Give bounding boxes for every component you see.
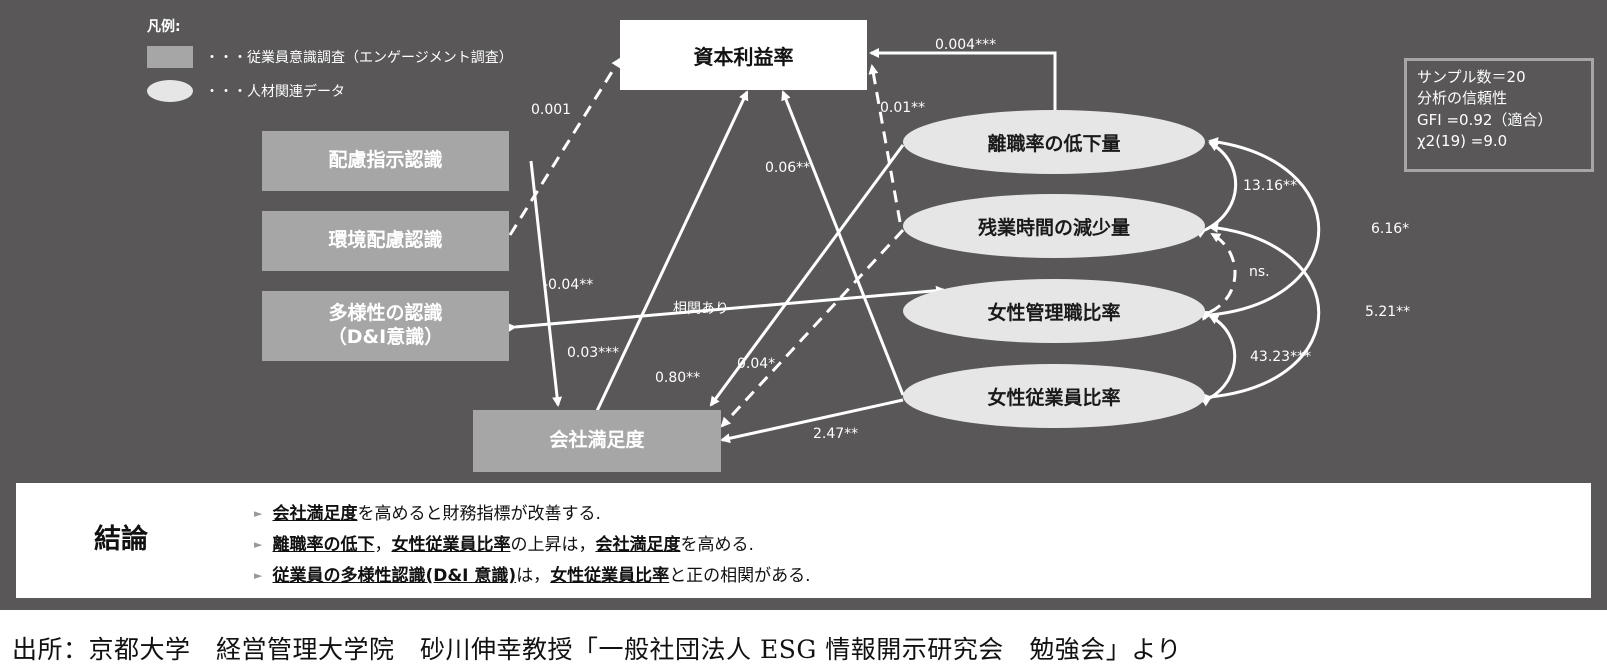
node-turnover-decrease: 離職率の低下量	[903, 110, 1205, 174]
label-sat-roa: 0.03***	[567, 345, 620, 361]
label-h2-roa: 0.01**	[880, 100, 926, 116]
conclusion-title: 結論	[94, 524, 148, 555]
edge-s1-sat	[529, 160, 563, 407]
edge-h2-h4	[1201, 222, 1321, 403]
conclusion-line-2: ► 離職率の低下，女性従業員比率の上昇は，会社満足度を高める.	[254, 530, 754, 555]
legend-ellipse-swatch	[147, 80, 193, 102]
bullet-triangle-icon: ►	[254, 538, 263, 551]
edge-h1-roa	[869, 48, 1057, 110]
label-s1-sat: -0.04**	[543, 277, 594, 293]
node-overtime-decrease: 残業時間の減少量	[903, 194, 1205, 258]
label-h4-roa: 0.06**	[765, 160, 811, 176]
source-caption: 出所：京都大学 経営管理大学院 砂川伸幸教授「一般社団法人 ESG 情報開示研究…	[12, 635, 1182, 664]
legend-survey: ・・・従業員意識調査（エンゲージメント調査）	[147, 46, 513, 68]
conclusion-2-text-3: を高める.	[680, 535, 754, 555]
conclusion-box: 結論 ►会社満足度を高めると財務指標が改善する. ►離職率の低下，女性従業員比率…	[16, 483, 1591, 598]
bullet-triangle-icon: ►	[254, 569, 263, 582]
path-links	[506, 48, 1321, 444]
conclusion-3-text-1: は，	[516, 566, 551, 586]
stats-chi-square: χ2(19) =9.0	[1417, 131, 1508, 150]
label-h3-h4: 43.23***	[1250, 349, 1312, 365]
conclusion-3-text-2: と正の相関がある.	[669, 566, 811, 586]
label-h2-sat: 0.04*	[737, 356, 776, 372]
edge-h2-h3	[1200, 232, 1237, 320]
conclusion-2-text-1: ，	[374, 535, 392, 555]
conclusion-line-1: ► 会社満足度を高めると財務指標が改善する.	[254, 499, 601, 524]
legend-hr: ・・・人材関連データ	[147, 80, 345, 102]
edge-corr	[506, 285, 946, 333]
edge-h4-sat	[720, 398, 904, 444]
conclusion-2-text-2: の上昇は，	[510, 535, 596, 555]
bullet-triangle-icon: ►	[254, 507, 263, 520]
edge-h2-roa	[868, 64, 902, 223]
node-instruction-awareness: 配慮指示認識	[262, 131, 509, 191]
legend-rect-swatch	[147, 46, 193, 68]
node-diversity-sublabel: （D&I意識）	[327, 326, 444, 348]
path-diagram: 凡例: ・・・従業員意識調査（エンゲージメント調査） ・・・人材関連データ 資本…	[0, 0, 1607, 610]
node-company-satisfaction: 会社満足度	[473, 410, 721, 472]
edge-h1-h2	[1195, 141, 1238, 239]
legend-title: 凡例:	[147, 19, 181, 35]
label-h1-sat: 0.80**	[655, 370, 701, 386]
label-h2-h4: 5.21**	[1365, 304, 1411, 320]
conclusion-3-emph-1: 従業員の多様性認識(D&I 意識)	[272, 566, 517, 586]
label-h1-h2: 13.16**	[1243, 178, 1298, 194]
label-correlation: 相関あり	[673, 301, 729, 317]
node-female-manager-ratio: 女性管理職比率	[903, 279, 1205, 343]
conclusion-1-text-1: を高めると財務指標が改善する.	[357, 504, 601, 524]
conclusion-2-emph-3: 会社満足度	[595, 535, 681, 555]
legend-survey-label: ・・・従業員意識調査（エンゲージメント調査）	[205, 50, 513, 66]
conclusion-2-emph-2: 女性従業員比率	[391, 535, 511, 555]
edge-sat-roa	[595, 90, 749, 412]
node-environment-awareness: 環境配慮認識	[262, 211, 509, 271]
stats-sample-size: サンプル数＝20	[1417, 68, 1526, 86]
conclusion-3-emph-2: 女性従業員比率	[550, 566, 670, 586]
edge-h2-sat	[720, 228, 905, 428]
conclusion-line-3: ► 従業員の多様性認識(D&I 意識)は，女性従業員比率と正の相関がある.	[254, 561, 811, 586]
edge-h3-h4	[1200, 314, 1237, 407]
node-roa: 資本利益率	[620, 20, 867, 90]
edge-s2-roa	[508, 57, 622, 236]
node-female-employee-ratio: 女性従業員比率	[903, 364, 1205, 428]
stats-gfi: GFI =0.92（適合）	[1417, 110, 1553, 129]
edge-h4-roa	[781, 90, 905, 396]
label-h4-sat: 2.47**	[813, 426, 859, 442]
label-h1-h3: 6.16*	[1371, 221, 1410, 237]
edge-h1-h3	[1201, 137, 1321, 321]
node-diversity-label: 多様性の認識	[328, 302, 443, 325]
label-h2-h3: ns.	[1249, 264, 1270, 280]
label-h1-roa: 0.004***	[935, 37, 997, 53]
node-diversity-awareness: 多様性の認識 （D&I意識）	[262, 291, 509, 361]
conclusion-2-emph-1: 離職率の低下	[272, 535, 375, 555]
legend-hr-label: ・・・人材関連データ	[205, 84, 345, 100]
stats-reliability-heading: 分析の信頼性	[1417, 89, 1508, 108]
conclusion-1-emph-1: 会社満足度	[272, 504, 358, 524]
edge-h1-sat	[709, 144, 905, 407]
label-s2-roa: 0.001	[531, 102, 572, 118]
model-fit-box: サンプル数＝20 分析の信頼性 GFI =0.92（適合） χ2(19) =9.…	[1404, 58, 1594, 172]
